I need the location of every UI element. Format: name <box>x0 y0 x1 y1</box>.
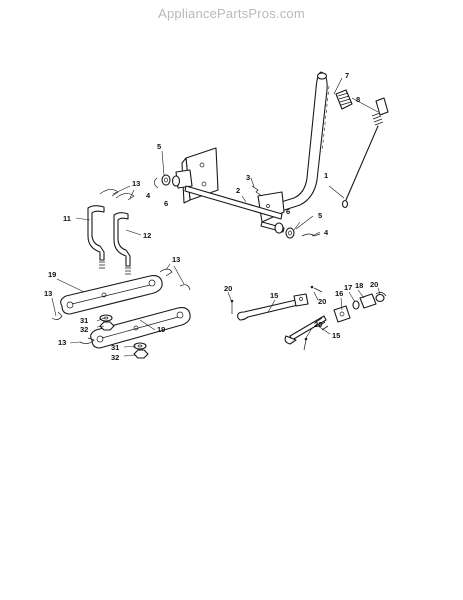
hairpin-clip-3 <box>251 185 263 197</box>
callout-4-right: 4 <box>324 228 329 237</box>
clip-20-bottom <box>303 337 308 351</box>
callout-7: 7 <box>345 71 349 80</box>
callout-13-mid: 13 <box>172 255 180 264</box>
watermark: AppliancePartsPros.com <box>158 6 305 21</box>
callout-12: 12 <box>143 231 151 240</box>
callout-20-right: 20 <box>370 280 378 289</box>
leader-lines <box>51 77 381 357</box>
callout-20-left: 20 <box>224 284 232 293</box>
callout-18: 18 <box>355 281 363 290</box>
callout-13-bottom: 13 <box>58 338 66 347</box>
callout-6-right: 6 <box>286 207 290 216</box>
bushing-right <box>274 222 284 234</box>
clip-20-left <box>230 299 234 314</box>
callout-32-upper: 32 <box>80 325 88 334</box>
clip-20-top <box>310 285 323 293</box>
callout-13-top: 13 <box>132 179 140 188</box>
clip-left-upper <box>51 311 63 320</box>
hairpin-clip-top-a <box>99 189 119 197</box>
link-rod-15-lower <box>284 315 329 345</box>
link-rod-15-upper <box>237 293 309 321</box>
cotter-pin-left <box>153 177 159 189</box>
washer-left <box>171 175 181 187</box>
callout-16: 16 <box>335 289 343 298</box>
callout-19-lower: 19 <box>157 325 165 334</box>
lift-lever <box>257 71 328 223</box>
callout-3: 3 <box>246 173 250 182</box>
callout-31-upper: 31 <box>80 316 88 325</box>
callout-15-lower: 15 <box>332 331 340 340</box>
adjuster-knob <box>359 293 385 309</box>
callout-31-lower: 31 <box>111 343 119 352</box>
clip-20-right <box>375 292 387 297</box>
lift-link-11 <box>87 205 105 269</box>
clip-left-lower <box>79 337 95 344</box>
lift-arm-upper <box>60 275 163 315</box>
callout-2: 2 <box>236 186 240 195</box>
callout-13-left: 13 <box>44 289 52 298</box>
nut-32-upper <box>99 321 115 331</box>
release-rod <box>341 125 379 209</box>
callout-32-lower: 32 <box>111 353 119 362</box>
callout-4-left: 4 <box>146 191 151 200</box>
callout-6-left: 6 <box>164 199 168 208</box>
callout-1: 1 <box>324 171 328 180</box>
release-button <box>371 97 389 126</box>
callout-15-upper: 15 <box>270 291 278 300</box>
callout-8: 8 <box>356 95 360 104</box>
lift-arm-lower <box>90 307 191 349</box>
washer-right <box>285 227 295 239</box>
bushing-left <box>161 174 171 186</box>
handle-grip <box>335 89 353 110</box>
callout-20-bottom: 20 <box>314 320 322 329</box>
callout-17: 17 <box>344 283 352 292</box>
callout-11: 11 <box>63 214 71 223</box>
nut-32-lower <box>133 349 149 359</box>
callout-5-right: 5 <box>318 211 322 220</box>
washer-31-upper <box>99 314 113 322</box>
cotter-pin-right <box>301 233 321 237</box>
callout-20-top: 20 <box>318 297 326 306</box>
callout-5-left: 5 <box>157 142 161 151</box>
hairpin-clip-mid <box>159 268 191 291</box>
hairpin-clip-top-b <box>115 193 135 201</box>
lift-link-12 <box>113 212 131 275</box>
callout-labels: 1 2 3 4 4 5 5 6 6 7 8 11 12 13 13 13 13 … <box>44 71 378 362</box>
adjuster-nut <box>352 300 360 310</box>
callout-19-upper: 19 <box>48 270 56 279</box>
